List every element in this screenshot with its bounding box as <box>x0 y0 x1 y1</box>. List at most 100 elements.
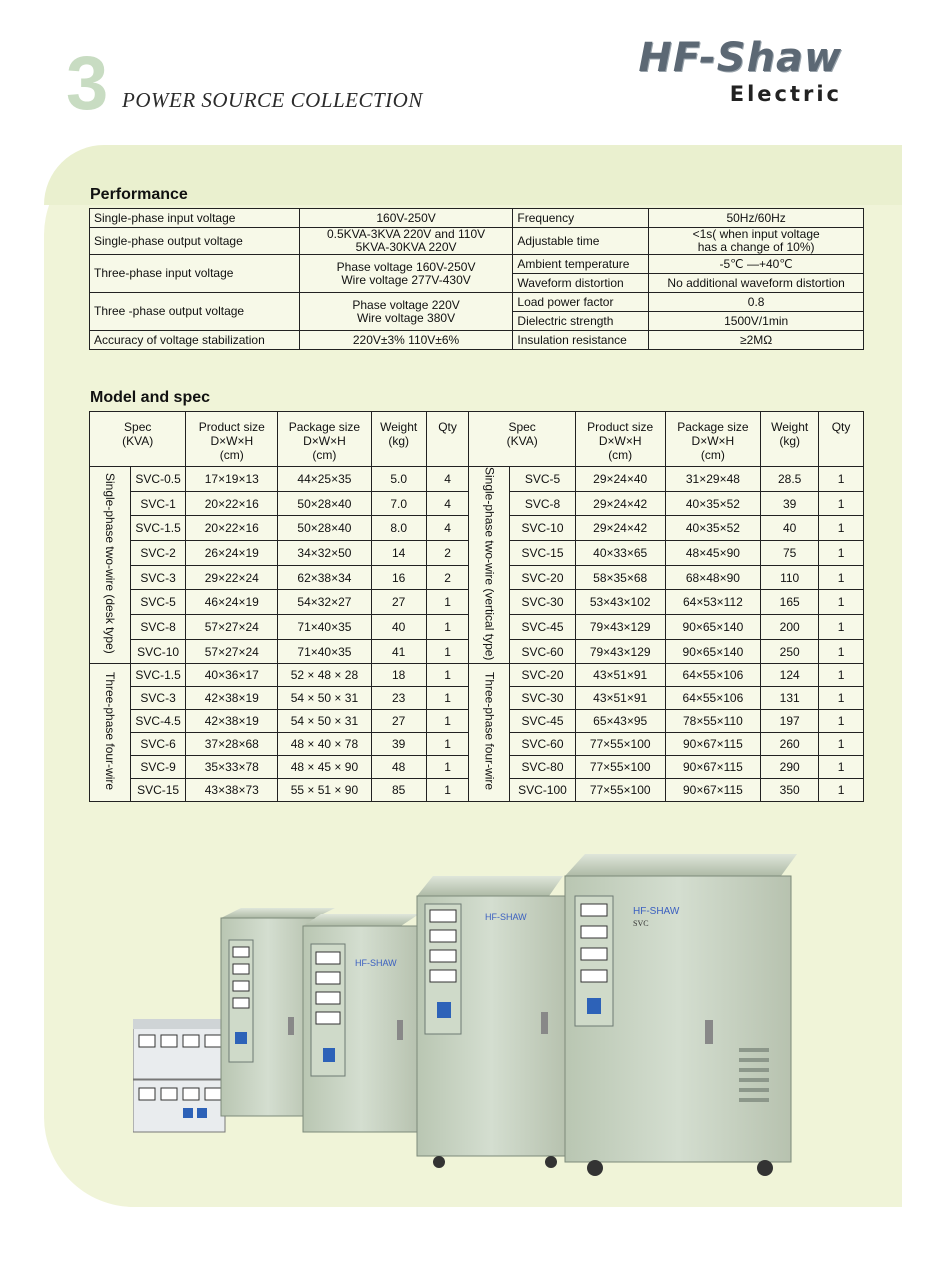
perf-value-line: 50Hz/60Hz <box>726 210 786 225</box>
spec-cell: 40 <box>760 515 820 542</box>
spec-cell: 4 <box>425 515 470 542</box>
spec-cell: 1 <box>818 778 864 803</box>
spec-cell: 1 <box>425 778 470 803</box>
spec-column-header: Spec(KVA) <box>88 411 187 467</box>
perf-value-line: -5℃ —+40℃ <box>719 256 793 271</box>
brand-logo: HF-Shaw Electric <box>638 38 842 106</box>
spec-cell: 16 <box>370 564 427 591</box>
spec-cell: 53×43×102 <box>574 589 666 616</box>
spec-cell: 1 <box>818 466 864 492</box>
perf-label: Three -phase output voltage <box>89 292 300 331</box>
spec-cell: 40×35×52 <box>664 515 762 542</box>
spec-cell: 90×67×115 <box>664 732 762 757</box>
spec-cell: 68×48×90 <box>664 564 762 591</box>
perf-value-line: 0.8 <box>747 294 765 309</box>
spec-cell: 41 <box>370 638 427 665</box>
perf-value: ≥2MΩ <box>648 330 864 350</box>
perf-value-line: <1s( when input voltage <box>692 227 820 241</box>
spec-cell: SVC-2 <box>129 540 187 566</box>
cabinet-small <box>220 908 335 1117</box>
perf-value: -5℃ —+40℃ <box>648 254 864 274</box>
spec-cell: 90×65×140 <box>664 614 762 640</box>
spec-cell: 20×22×16 <box>185 515 279 542</box>
brand-name: HF-Shaw <box>638 35 842 81</box>
spec-cell: 90×65×140 <box>664 638 762 665</box>
spec-cell: 57×27×24 <box>185 614 279 640</box>
perf-value-line: ≥2MΩ <box>740 332 773 347</box>
spec-cell: 14 <box>370 540 427 566</box>
spec-cell: 90×67×115 <box>664 755 762 780</box>
spec-cell: 64×55×106 <box>664 686 762 711</box>
perf-value-line: 0.5KVA-3KVA 220V and 110V <box>327 227 486 241</box>
perf-label: Load power factor <box>512 292 650 312</box>
spec-cell: 42×38×19 <box>185 709 279 734</box>
perf-value-line: 1500V/1min <box>724 313 789 328</box>
spec-cell: 26×24×19 <box>185 540 279 566</box>
spec-cell: 31×29×48 <box>664 466 762 492</box>
spec-cell: 71×40×35 <box>277 614 372 640</box>
section-title: POWER SOURCE COLLECTION <box>122 88 423 112</box>
spec-group-label-text: Three-phase four-wire <box>482 672 497 791</box>
spec-cell: SVC-100 <box>509 778 576 803</box>
perf-value-line: No additional waveform distortion <box>667 275 845 290</box>
perf-value-line: 160V-250V <box>376 210 436 225</box>
perf-value-line: Phase voltage 160V-250V <box>336 259 476 274</box>
spec-column-header: Weight(kg) <box>370 411 427 467</box>
spec-cell: 79×43×129 <box>574 614 666 640</box>
spec-cell: 71×40×35 <box>277 638 372 665</box>
spec-cell: SVC-1 <box>129 490 187 517</box>
spec-cell: 2 <box>425 540 470 566</box>
spec-cell: SVC-3 <box>129 564 187 591</box>
spec-cell: 1 <box>425 709 470 734</box>
spec-cell: 20×22×16 <box>185 490 279 517</box>
spec-cell: 200 <box>760 614 820 640</box>
spec-cell: 4 <box>425 490 470 517</box>
spec-cell: SVC-0.5 <box>129 466 187 492</box>
spec-group-label: Three-phase four-wire <box>468 663 511 803</box>
spec-cell: 7.0 <box>370 490 427 517</box>
spec-cell: 1 <box>818 663 864 688</box>
spec-cell: 250 <box>760 638 820 665</box>
spec-cell: SVC-4.5 <box>129 709 187 734</box>
spec-cell: 39 <box>760 490 820 517</box>
spec-cell: 46×24×19 <box>185 589 279 616</box>
spec-cell: 1 <box>818 564 864 591</box>
spec-cell: 77×55×100 <box>574 778 666 803</box>
spec-cell: 124 <box>760 663 820 688</box>
spec-cell: 62×38×34 <box>277 564 372 591</box>
spec-cell: 131 <box>760 686 820 711</box>
cabinet-large: HF-SHAW <box>416 876 566 1168</box>
spec-cell: 8.0 <box>370 515 427 542</box>
perf-label: Single-phase input voltage <box>89 208 300 228</box>
perf-label: Waveform distortion <box>512 273 650 293</box>
spec-cell: SVC-5 <box>129 589 187 616</box>
spec-cell: 48 <box>370 755 427 780</box>
spec-group-label: Single-phase two-wire (desk type) <box>89 465 131 665</box>
spec-cell: 55 × 51 × 90 <box>277 778 372 803</box>
perf-label: Accuracy of voltage stabilization <box>89 330 300 350</box>
spec-cell: 48 × 40 × 78 <box>277 732 372 757</box>
spec-cell: 85 <box>370 778 427 803</box>
spec-cell: 1 <box>818 686 864 711</box>
spec-cell: SVC-45 <box>509 614 576 640</box>
spec-cell: 1 <box>818 614 864 640</box>
spec-cell: 1 <box>818 638 864 665</box>
spec-cell: 42×38×19 <box>185 686 279 711</box>
perf-value: 1500V/1min <box>648 311 864 331</box>
spec-cell: SVC-20 <box>509 663 576 688</box>
spec-cell: 1 <box>818 540 864 566</box>
spec-cell: 43×38×73 <box>185 778 279 803</box>
spec-cell: SVC-1.5 <box>129 663 187 688</box>
